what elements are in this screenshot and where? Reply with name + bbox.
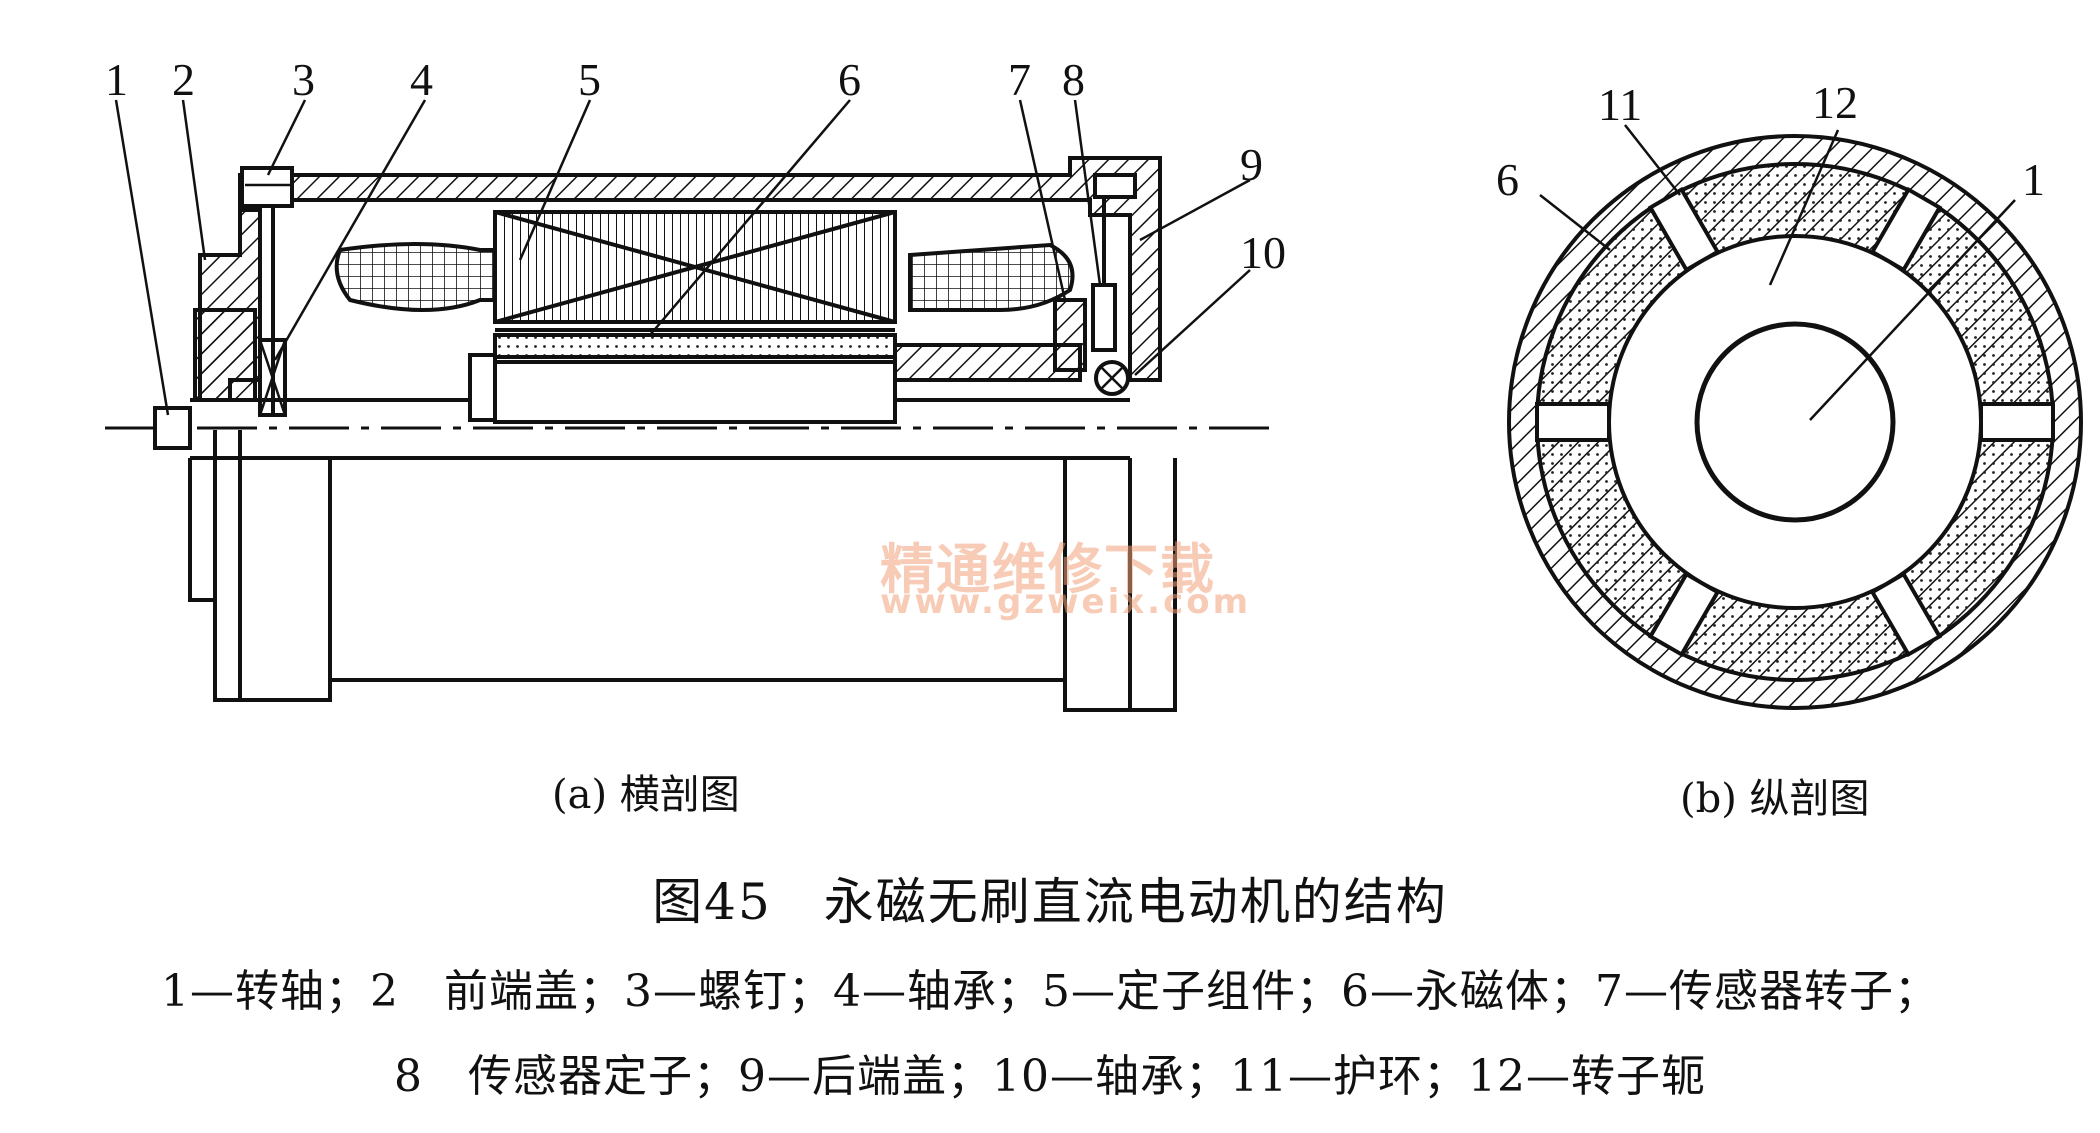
- caption-b: (b) 纵剖图: [1680, 776, 1870, 822]
- watermark-url: www.gzweix.com: [880, 582, 1252, 622]
- part-labels-b: 11 12 6 1: [1496, 77, 2045, 205]
- sensor-rotor: [1053, 298, 1087, 372]
- label-2: 2: [172, 54, 195, 105]
- leader-lines-b: [1539, 124, 2016, 421]
- front-cover-lower: [193, 308, 257, 402]
- legend-line-1: 1—转轴；2 前端盖；3—螺钉；4—轴承；5—定子组件；6—永磁体；7—传感器转…: [161, 966, 1939, 1017]
- label-6b: 6: [1496, 154, 1519, 205]
- leader-lines-a: [114, 99, 1251, 416]
- longitudinal-section-view: 11 12 6 1 (b) 纵剖图: [1496, 77, 2083, 822]
- label-5: 5: [578, 54, 601, 105]
- label-12: 12: [1812, 77, 1858, 128]
- figure-title: 图45 永磁无刷直流电动机的结构: [652, 873, 1448, 931]
- winding-end-right: [908, 242, 1075, 312]
- rotor-right-hatch: [893, 343, 1082, 382]
- part-labels-a: 1 2 3 4 5 6 7 8 9 10: [105, 54, 1286, 278]
- label-7: 7: [1008, 54, 1031, 105]
- label-1b: 1: [2022, 154, 2045, 205]
- label-8: 8: [1062, 54, 1085, 105]
- label-4: 4: [410, 54, 433, 105]
- rotor-yoke-a: [493, 360, 897, 424]
- cross-section-view: 1 2 3 4 5 6 7 8 9 10 (a) 横剖图: [105, 54, 1286, 818]
- shaft-circle: [1694, 321, 1896, 523]
- rotor-left-step: [468, 353, 497, 422]
- label-6: 6: [838, 54, 861, 105]
- caption-a: (a) 横剖图: [552, 772, 740, 818]
- shaft-stub: [153, 406, 192, 450]
- label-3: 3: [292, 54, 315, 105]
- rear-screw: [1093, 173, 1137, 199]
- screw: [240, 166, 294, 208]
- label-10: 10: [1240, 227, 1286, 278]
- label-9: 9: [1240, 139, 1263, 190]
- permanent-magnet: [493, 333, 897, 359]
- legend-line-2: 8 传感器定子；9—后端盖；10—轴承；11—护环；12—转子轭: [394, 1051, 1706, 1102]
- sensor-stator: [1091, 283, 1117, 352]
- watermark-text: 精通维修下载: [880, 538, 1216, 601]
- label-1: 1: [105, 54, 128, 105]
- winding-end-left: [334, 242, 497, 312]
- label-11: 11: [1598, 79, 1642, 130]
